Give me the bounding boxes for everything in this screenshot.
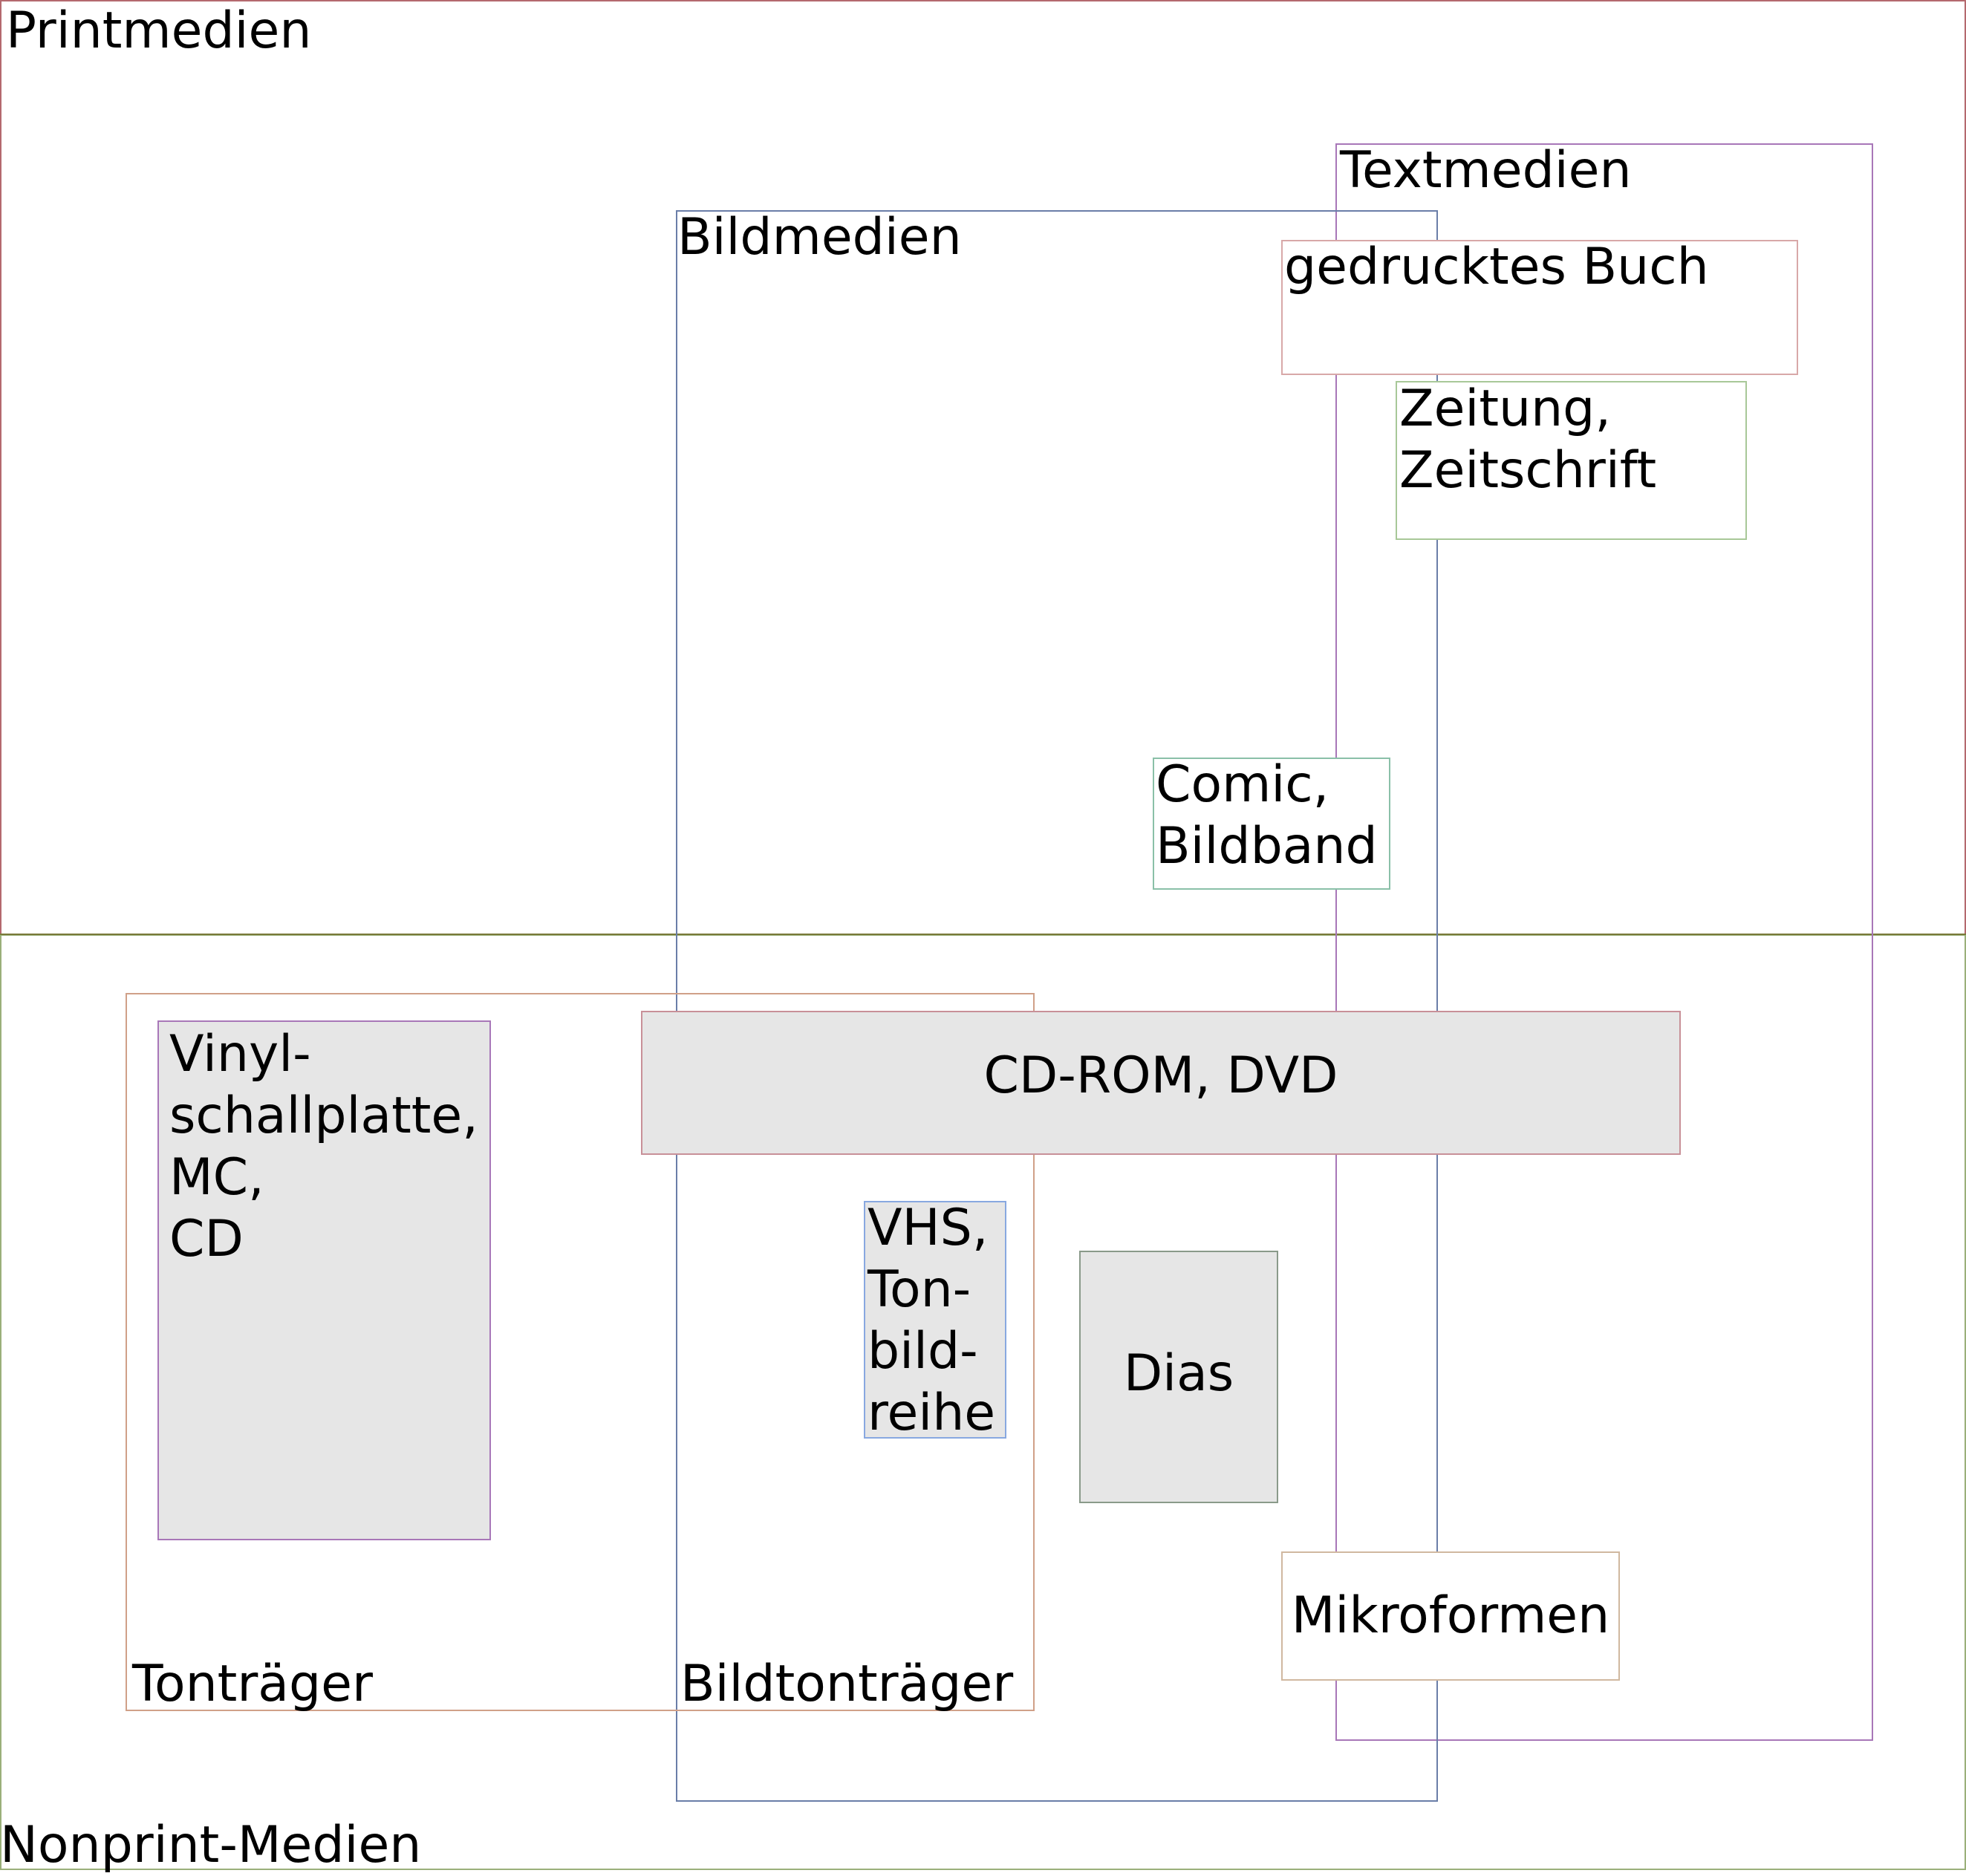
tontraeger-region	[126, 993, 1035, 1711]
tontraeger-label: Tonträger	[132, 1655, 373, 1713]
comic-bildband-label: Comic, Bildband	[1156, 755, 1378, 876]
nonprint-medien-label: Nonprint-Medien	[0, 1816, 422, 1875]
mikroformen-label: Mikroformen	[1291, 1586, 1610, 1645]
nonprint-medien-region	[0, 934, 1966, 1870]
zeitung-zeitschrift-label: Zeitung, Zeitschrift	[1399, 380, 1657, 500]
vinyl-mc-cd-label: Vinyl- schallplatte, MC, CD	[169, 1025, 478, 1268]
vhs-tonbildreihe-label: VHS, Ton- bild- reihe	[868, 1199, 996, 1442]
bildtontraeger-label: Bildtonträger	[680, 1655, 1014, 1713]
bildmedien-region	[676, 210, 1438, 1802]
zeitung-zeitschrift-box	[1396, 381, 1747, 540]
vhs-tonbildreihe-box	[864, 1201, 1006, 1439]
comic-bildband-box	[1153, 758, 1390, 890]
gedrucktes-buch-label: gedrucktes Buch	[1284, 238, 1709, 296]
cd-rom-dvd-label: CD-ROM, DVD	[983, 1046, 1338, 1105]
mikroformen-box	[1281, 1551, 1620, 1681]
textmedien-region	[1335, 143, 1873, 1741]
dias-box	[1079, 1251, 1278, 1503]
textmedien-label: Textmedien	[1340, 141, 1632, 200]
print-nonprint-divider	[0, 934, 1966, 935]
bildmedien-label: Bildmedien	[677, 208, 962, 267]
vinyl-mc-cd-box	[157, 1020, 491, 1540]
dias-label: Dias	[1123, 1344, 1234, 1403]
gedrucktes-buch-box	[1281, 240, 1798, 375]
printmedien-label: Printmedien	[6, 1, 312, 60]
cd-rom-dvd-box	[641, 1011, 1681, 1155]
